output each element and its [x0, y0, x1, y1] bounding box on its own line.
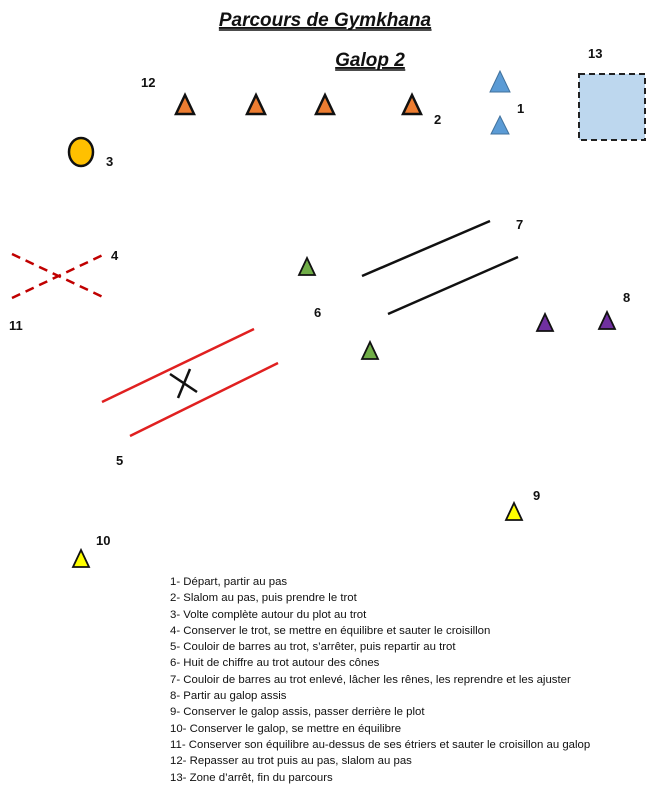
legend-item: 9- Conserver le galop assis, passer derr… — [170, 706, 425, 719]
purple-cone — [535, 311, 555, 332]
course-legend: 1- Départ, partir au pas 2- Slalom au pa… — [170, 574, 590, 786]
legend-item: 7- Couloir de barres au trot enlevé, lâc… — [170, 673, 571, 686]
title: Parcours de Gymkhana — [219, 10, 432, 31]
orange-cone — [174, 92, 196, 116]
legend-item: 13- Zone d’arrêt, fin du parcours — [170, 771, 333, 784]
legend-item: 6- Huit de chiffre au trot autour des cô… — [170, 657, 380, 670]
marker-6: 6 — [314, 305, 321, 320]
marker-3: 3 — [106, 154, 113, 169]
marker-2: 2 — [434, 112, 441, 127]
red-pole-corridor — [101, 327, 279, 438]
yellow-cone — [504, 500, 524, 521]
subtitle: Galop 2 — [335, 50, 405, 71]
marker-5: 5 — [116, 453, 123, 468]
stop-zone — [578, 73, 646, 141]
marker-10: 10 — [96, 533, 110, 548]
orange-cone — [245, 92, 267, 116]
legend-item: 2- Slalom au pas, puis prendre le trot — [170, 592, 357, 605]
marker-13: 13 — [588, 46, 602, 61]
cross-pole-jump — [11, 252, 106, 300]
marker-7: 7 — [516, 217, 523, 232]
marker-8: 8 — [623, 290, 630, 305]
legend-item: 12- Repasser au trot puis au pas, slalom… — [170, 755, 412, 768]
legend-item: 10- Conserver le galop, se mettre en équ… — [170, 722, 402, 735]
stop-cross-mark — [169, 368, 198, 399]
marker-11: 11 — [9, 318, 23, 333]
yellow-plot — [67, 136, 95, 168]
yellow-cone — [71, 547, 91, 568]
legend-item: 8- Partir au galop assis — [170, 690, 287, 703]
purple-cone — [597, 309, 617, 330]
black-pole-corridor — [361, 219, 519, 316]
marker-12: 12 — [141, 75, 155, 90]
slalom-cones — [174, 92, 423, 116]
orange-cone — [314, 92, 336, 116]
legend-item: 5- Couloir de barres au trot, s’arrêter,… — [170, 641, 456, 654]
marker-1: 1 — [517, 101, 524, 116]
green-cone — [360, 339, 380, 360]
blue-start-cone — [490, 114, 510, 135]
marker-4: 4 — [111, 248, 119, 263]
legend-item: 3- Volte complète autour du plot au trot — [170, 608, 367, 621]
marker-9: 9 — [533, 488, 540, 503]
legend-item: 1- Départ, partir au pas — [170, 576, 288, 588]
legend-item: 11- Conserver son équilibre au-dessus de… — [170, 738, 591, 751]
blue-start-cone — [489, 69, 511, 93]
green-cone — [297, 255, 317, 276]
orange-cone — [401, 92, 423, 116]
legend-item: 4- Conserver le trot, se mettre en équil… — [170, 624, 491, 637]
